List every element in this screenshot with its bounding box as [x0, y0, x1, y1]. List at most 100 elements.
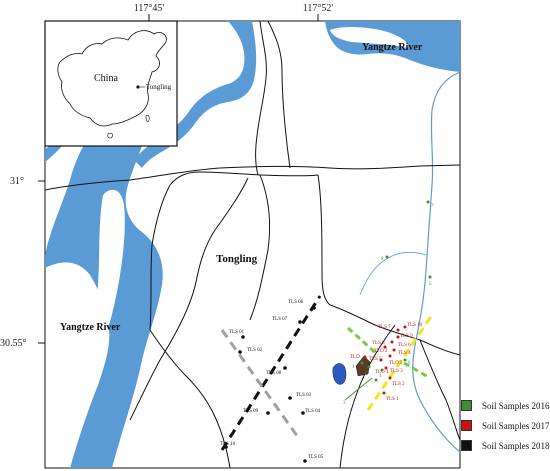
- sample-point[interactable]: [363, 355, 367, 359]
- site-label: 2: [364, 371, 367, 376]
- sample-point[interactable]: [390, 340, 394, 344]
- china-outline: [57, 30, 167, 127]
- legend-label-2018: Soil Samples 2018: [482, 440, 550, 451]
- site-label: TLS 06: [288, 300, 304, 305]
- transect-2018-main: [220, 295, 322, 451]
- sample-point[interactable]: [380, 368, 384, 372]
- sample-point[interactable]: [360, 361, 364, 365]
- legend-item-2018: Soil Samples 2018: [461, 440, 550, 451]
- site-label: TLS 04: [305, 409, 321, 414]
- legend-label-2017: Soil Samples 2017: [482, 420, 550, 431]
- site-label: TLS 02: [247, 348, 263, 353]
- site-label: TLS 4: [398, 351, 411, 356]
- inset-map: China Tongling: [44, 20, 178, 147]
- sample-point[interactable]: [426, 200, 430, 204]
- sample-point[interactable]: [288, 396, 292, 400]
- coord-top-1: 117°45': [134, 3, 165, 14]
- green-leader-line: [344, 377, 373, 401]
- sample-point[interactable]: [403, 325, 407, 329]
- coord-left-1: 31°: [10, 176, 24, 187]
- sample-point[interactable]: [224, 445, 228, 449]
- site-label: TLO 2: [374, 349, 388, 354]
- transect-2016-b: [403, 361, 431, 380]
- sample-point[interactable]: [428, 275, 432, 279]
- site-label: 1: [352, 365, 355, 370]
- sample-point[interactable]: [392, 348, 396, 352]
- site-label: TLS 5: [369, 357, 382, 362]
- legend-item-2017: Soil Samples 2017: [461, 420, 550, 431]
- taiwan-island: [145, 114, 150, 122]
- sample-point[interactable]: [382, 391, 386, 395]
- sample-point[interactable]: [266, 411, 270, 415]
- sample-point[interactable]: [396, 328, 400, 332]
- site-label: 8: [381, 257, 384, 262]
- inset-city-label: Tongling: [146, 83, 172, 91]
- sample-point[interactable]: [374, 378, 378, 382]
- site-label: TLS 08: [266, 371, 282, 376]
- site-label: TLS 05: [308, 455, 324, 460]
- sample-point[interactable]: [403, 358, 407, 362]
- island-top: [330, 27, 409, 48]
- site-label: TLS 2: [392, 382, 405, 387]
- site-label: TLS 7: [378, 325, 391, 330]
- transect-2016-a: [346, 326, 380, 357]
- yangtze-river-east-arm: [134, 21, 257, 168]
- island-main: [97, 189, 125, 340]
- city-label: Tongling: [216, 253, 258, 265]
- sample-point[interactable]: [367, 365, 371, 369]
- site-label: TLS 07: [272, 317, 288, 322]
- sample-point[interactable]: [283, 366, 287, 370]
- legend-swatch-2017: [461, 420, 472, 431]
- site-label: TLS 09: [243, 409, 259, 414]
- site-label: 3: [343, 401, 346, 406]
- site-label: TLS 1: [386, 397, 399, 402]
- inset-country-label: China: [94, 73, 118, 84]
- transect-2018-cross: [220, 329, 302, 441]
- sample-point[interactable]: [396, 335, 400, 339]
- site-label: TLS 8: [372, 341, 385, 346]
- roads: [45, 21, 460, 468]
- site-label: TLS 6: [398, 343, 411, 348]
- coord-left-2: 30.55°: [0, 338, 27, 349]
- site-label: TLS 10: [220, 442, 236, 447]
- sample-point[interactable]: [385, 255, 389, 259]
- tongling-marker: [136, 85, 140, 89]
- river-label-left: Yangtze River: [60, 322, 121, 333]
- samples-2017: [363, 325, 407, 395]
- transect-2017: [366, 314, 434, 411]
- sample-point[interactable]: [301, 411, 305, 415]
- site-label: TLS 9: [400, 334, 413, 339]
- site-label: 7: [431, 204, 434, 209]
- legend-swatch-2018: [461, 440, 472, 451]
- sample-point[interactable]: [383, 345, 387, 349]
- samples-2018: [224, 306, 316, 463]
- hainan-island: [107, 132, 113, 139]
- site-label: TLS 03: [296, 393, 312, 398]
- legend-label-2016: Soil Samples 2016: [482, 400, 550, 411]
- river-label-top: Yangtze River: [362, 42, 423, 53]
- site-label: 6: [408, 361, 411, 366]
- sample-point[interactable]: [384, 366, 388, 370]
- sample-point[interactable]: [298, 320, 302, 324]
- tributary-branch: [359, 251, 427, 296]
- sample-point[interactable]: [241, 335, 245, 339]
- site-label: TLS 01: [229, 330, 245, 335]
- sample-point[interactable]: [388, 354, 392, 358]
- coord-top-2: 117°52': [303, 3, 334, 14]
- legend-swatch-2016: [461, 400, 472, 411]
- sample-point[interactable]: [388, 376, 392, 380]
- site-label: TLD: [350, 355, 360, 360]
- samples-2016: [360, 200, 432, 382]
- legend-item-2016: Soil Samples 2016: [461, 400, 550, 411]
- tributary: [412, 71, 460, 453]
- sample-point[interactable]: [303, 459, 307, 463]
- site-label: 4: [379, 374, 382, 379]
- site-label: TLS 10: [407, 323, 423, 328]
- lake: [332, 363, 347, 385]
- sample-point[interactable]: [379, 358, 383, 362]
- site-label: TLS 3: [390, 369, 403, 374]
- sample-point[interactable]: [312, 306, 316, 310]
- sample-point[interactable]: [238, 350, 242, 354]
- site-label: 5: [429, 282, 432, 287]
